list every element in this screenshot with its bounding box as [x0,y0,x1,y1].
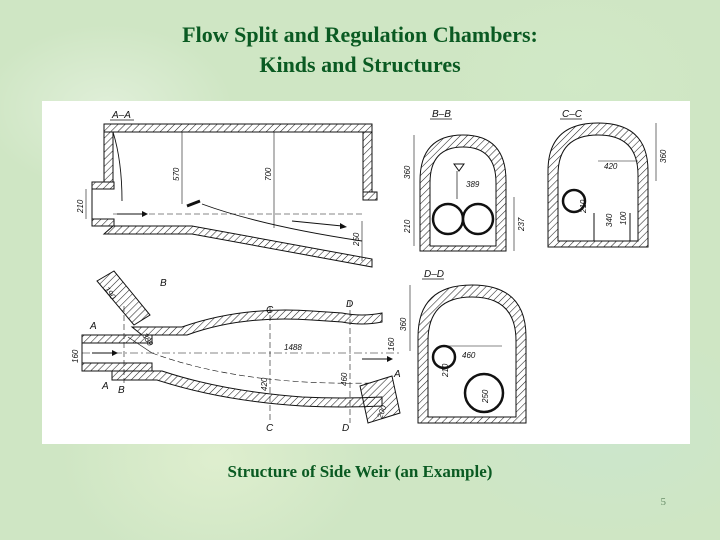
mark-b-bottom: B [118,385,125,396]
mark-c-top: C [266,305,274,316]
label-section-cc: C–C [562,109,583,120]
dim-plan-1488: 1488 [284,343,302,352]
label-section-bb: B–B [432,109,451,120]
dim-aa-210: 210 [76,199,85,214]
plan-view: A A A B B C C D D 190 389 160 1488 420 4… [71,270,402,434]
dim-cc-100: 100 [619,211,628,225]
engineering-drawing: A–A 570 700 210 250 [42,101,690,444]
figure-caption: Structure of Side Weir (an Example) [227,462,493,481]
dim-dd-250: 250 [481,389,490,404]
section-b-b: B–B 360 389 210 237 [403,109,526,252]
dim-bb-210: 210 [403,219,412,234]
dim-dd-360: 360 [399,317,408,331]
label-section-dd: D–D [424,269,444,280]
mark-c-bottom: C [266,423,274,434]
section-c-c: C–C 420 360 210 340 100 [547,109,668,248]
dim-plan-160-right: 160 [387,337,396,351]
section-a-a: A–A 570 700 210 250 [76,110,378,268]
mark-a-right: A [393,369,401,380]
dim-cc-210: 210 [579,199,588,214]
dim-dd-460: 460 [462,351,476,360]
dim-cc-360: 360 [659,149,668,163]
mark-a-top: A [89,321,97,332]
dim-plan-420: 420 [260,377,269,391]
dim-cc-340: 340 [605,213,614,227]
dim-aa-570: 570 [172,167,181,181]
dim-bb-237: 237 [517,217,526,232]
dim-aa-250: 250 [352,232,361,247]
dim-plan-160-left: 160 [71,349,80,363]
title-line-1: Flow Split and Regulation Chambers: [182,22,538,47]
mark-a-bottom: A [101,381,109,392]
mark-d-top: D [346,299,353,310]
page-number: 5 [660,496,667,508]
title-line-2: Kinds and Structures [259,52,461,77]
mark-b-top: B [160,278,167,289]
dim-bb-389: 389 [466,180,480,189]
dim-dd-210: 210 [441,363,450,378]
mark-d-bottom: D [342,423,349,434]
slide-title: Flow Split and Regulation Chambers: Kind… [0,20,720,80]
drawing-canvas: A–A 570 700 210 250 [71,109,668,434]
label-section-aa: A–A [111,110,131,121]
dim-plan-460: 460 [340,372,349,386]
dim-cc-420: 420 [604,162,618,171]
section-d-d: D–D 360 460 210 250 [399,269,527,424]
dim-aa-700: 700 [264,167,273,181]
dim-bb-360: 360 [403,165,412,179]
